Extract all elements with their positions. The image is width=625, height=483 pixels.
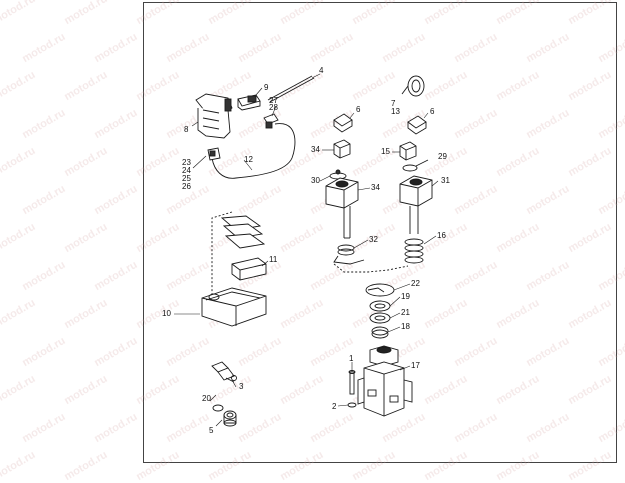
callout-5: 5 [209, 426, 214, 435]
part-34-switch-left [325, 177, 359, 239]
part-18-ring [371, 326, 389, 339]
part-33-plate [333, 139, 351, 159]
part-31-switch-right [399, 175, 433, 234]
part-6-clip-right [407, 115, 427, 135]
callout-8: 8 [184, 125, 189, 134]
part-11-box-stack [201, 211, 267, 327]
part-3-sender [211, 361, 237, 383]
part-16-spring [404, 238, 424, 264]
part-8-horn [195, 93, 233, 139]
callout-23: 23 [182, 158, 191, 167]
callout-6-right: 6 [430, 107, 435, 116]
callout-27: 27 [269, 96, 278, 105]
part-17-valve-body [357, 345, 413, 417]
part-4-rod [267, 75, 315, 103]
part-5-plug [212, 404, 237, 427]
callout-32: 32 [369, 235, 378, 244]
callout-2: 2 [332, 402, 337, 411]
leader-dashed [333, 263, 409, 273]
parts-drawing [174, 73, 439, 427]
callout-12: 11 [269, 255, 278, 264]
callout-21: 22 [411, 279, 420, 288]
callout-10: 9 [264, 83, 269, 92]
callout-33: 34 [311, 145, 320, 154]
callout-11: 10 [162, 309, 171, 318]
callout-13: 12 [244, 155, 253, 164]
callout-7: 7 [391, 99, 396, 108]
part-1-bolt [348, 370, 356, 395]
callout-28: 28 [269, 103, 278, 112]
part-10-connector [237, 94, 261, 111]
callout-17: 17 [411, 361, 420, 370]
part-6-clip-left [333, 113, 353, 133]
part-21-disc [365, 283, 395, 297]
callout-19: 19 [401, 292, 410, 301]
callout-4: 4 [319, 66, 324, 75]
callout-16: 16 [437, 231, 446, 240]
callout-3: 3 [239, 382, 244, 391]
callout-24: 24 [182, 166, 191, 175]
callout-9: 13 [391, 107, 400, 116]
part-7-cap [401, 75, 425, 97]
callout-34: 34 [371, 183, 380, 192]
callout-20: 21 [401, 308, 410, 317]
leader-lines [174, 73, 439, 427]
callout-1: 1 [349, 354, 354, 363]
part-19-ring [369, 300, 391, 312]
callout-25: 25 [182, 174, 191, 183]
callout-31: 31 [441, 176, 450, 185]
part-2-washer [347, 402, 357, 408]
part-30-washer [329, 169, 347, 180]
callout-15: 15 [381, 147, 390, 156]
callout-26: 26 [182, 182, 191, 191]
part-13-cable [207, 123, 296, 179]
callout-18: 18 [401, 322, 410, 331]
callout-29: 29 [438, 152, 447, 161]
callout-22: 20 [202, 394, 211, 403]
callout-6-left: 6 [356, 105, 361, 114]
part-15-plate [399, 141, 417, 161]
diagram-frame [143, 2, 617, 463]
part-29-washer [402, 159, 429, 172]
part-27-28-plug [263, 113, 279, 129]
part-32-spring [333, 244, 365, 265]
part-20-ring [369, 312, 391, 324]
callout-30: 30 [311, 176, 320, 185]
